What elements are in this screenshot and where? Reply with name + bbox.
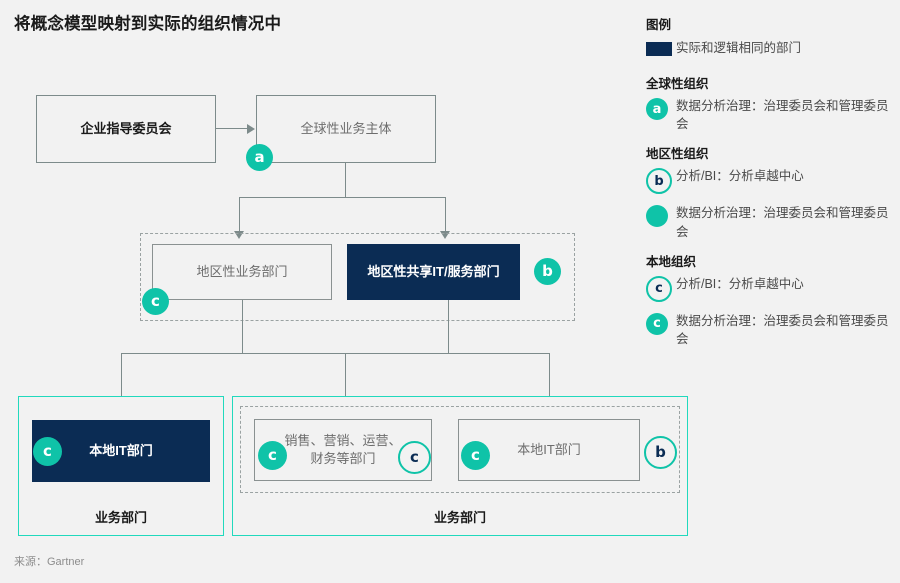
box-label: 本地IT部门 [517,442,581,458]
connector-to-regional-left [239,197,241,233]
badge-c-local-functions-right[interactable]: c [398,441,431,474]
legend-marker: c [646,275,676,302]
page-title: 将概念模型映射到实际的组织情况中 [14,15,282,33]
badge-a-global-business-entity[interactable]: a [246,144,273,171]
badge-c-local-it-right[interactable]: c [461,441,490,470]
badge-letter: c [43,442,52,460]
legend-marker [646,204,676,228]
legend-marker: b [646,167,676,195]
connector-to-local-right [549,353,551,396]
source-note: 来源：Gartner [14,556,85,568]
box-label-line2: 财务等部门 [310,451,376,466]
legend-swatch-row: 实际和逻辑相同的部门 [646,39,892,57]
legend-group-heading-regional: 地区性组织 [646,147,709,162]
arrow-down-icon [234,231,244,239]
badge-filled-circle-icon [646,205,668,228]
badge-c-regional-business-unit[interactable]: c [142,288,169,315]
legend-marker: a [646,97,676,121]
badge-b-local-right[interactable]: b [644,436,677,469]
legend-item: c 分析/BI：分析卓越中心 [646,275,892,302]
badge-a-icon: a [646,98,668,121]
regional-dashed-container [140,233,575,321]
legend-spacer [646,63,892,73]
legend-item: a 数据分析治理：治理委员会和管理委员会 [646,97,892,133]
box-label: 本地IT部门 [89,443,153,459]
caption-local-right: 业务部门 [433,510,486,525]
legend-item-label: 数据分析治理：治理委员会和管理委员会 [676,313,889,346]
legend-marker: c [646,312,676,335]
box-label: 地区性业务部门 [196,264,288,280]
badge-c-local-functions-left[interactable]: c [258,441,287,470]
connector-regional-bus [239,197,446,199]
legend-item: c 数据分析治理：治理委员会和管理委员会 [646,312,892,348]
badge-letter: c [410,448,419,466]
box-label: 销售、营销、运营、 财务等部门 [284,432,401,467]
legend-swatch-label: 实际和逻辑相同的部门 [676,41,802,55]
arrow-right-icon [247,123,255,134]
legend-group-heading-local: 本地组织 [646,254,697,269]
connector-local-bus [121,353,550,355]
box-label: 地区性共享IT/服务部门 [367,264,500,280]
legend-group-heading-global: 全球性组织 [646,77,709,92]
badge-b-icon: b [646,168,672,195]
arrow-down-icon [440,231,450,239]
box-label: 企业指导委员会 [80,121,172,137]
navy-swatch-icon [646,42,672,56]
badge-c-ring-icon: c [646,275,672,302]
local-right-dashed-container [240,406,680,493]
connector-to-local-mid [345,353,347,396]
box-regional-shared-it[interactable]: 地区性共享IT/服务部门 [347,244,520,300]
box-local-it-left[interactable]: 本地IT部门 [32,420,210,482]
legend-item-label: 数据分析治理：治理委员会和管理委员会 [676,206,889,239]
box-global-business-entity[interactable]: 全球性业务主体 [256,95,436,163]
connector-steering-to-global [216,128,248,130]
badge-letter: c [471,446,480,464]
badge-letter: c [268,446,277,464]
legend-item: 数据分析治理：治理委员会和管理委员会 [646,204,892,240]
box-enterprise-steering-committee[interactable]: 企业指导委员会 [36,95,216,163]
badge-c-local-it-left[interactable]: c [33,437,62,466]
connector-to-local-left [121,353,123,396]
connector-to-regional-right [445,197,447,233]
connector-global-down [345,163,347,198]
badge-letter: c [151,292,160,310]
badge-letter: a [254,148,265,166]
legend-item-label: 分析/BI：分析卓越中心 [676,276,804,291]
box-regional-business-unit[interactable]: 地区性业务部门 [152,244,332,300]
badge-b-regional-shared-it[interactable]: b [534,258,561,285]
legend: 图例 实际和逻辑相同的部门 全球性组织 a 数据分析治理：治理委员会和管理委员会… [646,14,892,354]
connector-regional-it-down [448,300,450,354]
legend-item: b 分析/BI：分析卓越中心 [646,167,892,195]
badge-c-fill-icon: c [646,312,668,335]
connector-regional-bu-down [242,300,244,354]
legend-item-label: 数据分析治理：治理委员会和管理委员会 [676,99,889,132]
legend-marker [646,39,676,56]
caption-local-left: 业务部门 [94,510,147,525]
legend-item-label: 分析/BI：分析卓越中心 [676,169,804,184]
badge-letter: b [655,443,666,461]
box-label: 全球性业务主体 [300,121,392,137]
legend-title: 图例 [646,18,672,32]
box-label-line1: 销售、营销、运营、 [284,433,402,449]
badge-letter: b [542,262,553,280]
